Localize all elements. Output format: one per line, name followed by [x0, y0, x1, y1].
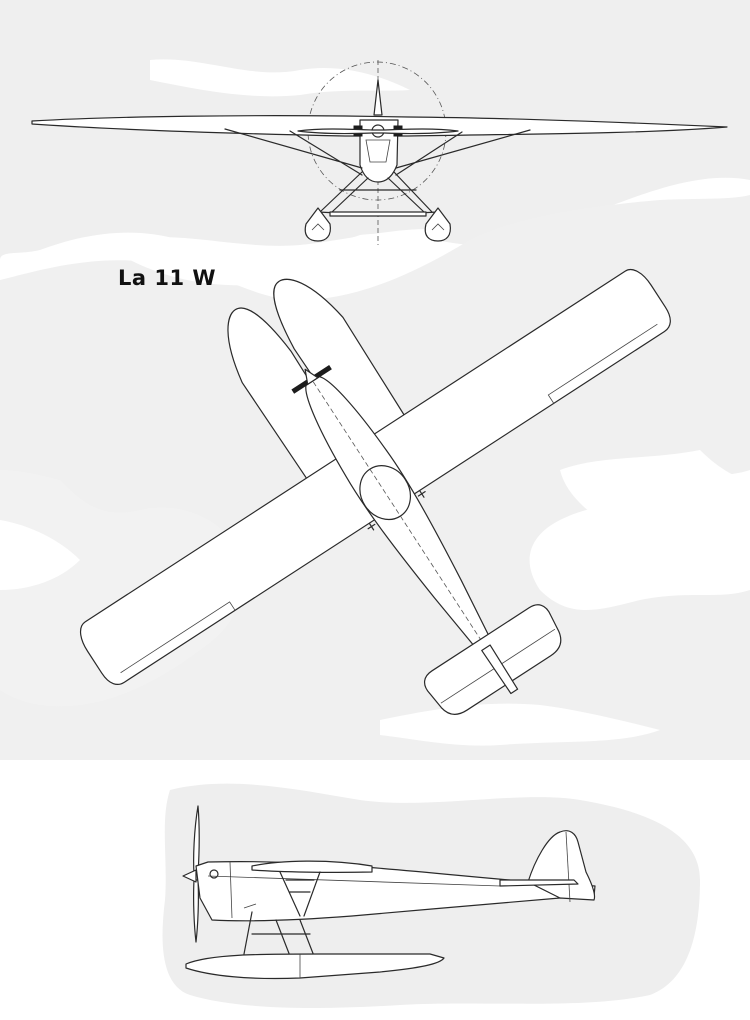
front-float-struts [317, 171, 439, 216]
side-float [185, 953, 445, 980]
front-wing-struts-left [224, 128, 363, 176]
front-cowling-detail [365, 139, 391, 163]
side-wing-struts [279, 871, 321, 917]
side-spinner [182, 869, 197, 883]
side-view [182, 805, 596, 980]
side-cowl-circle [209, 869, 219, 879]
side-wing [251, 860, 373, 873]
plan-aileron-right [120, 601, 236, 674]
plan-float-rudders [367, 488, 426, 531]
side-float-struts [243, 911, 315, 957]
side-reference-mark [243, 903, 257, 909]
front-float-marks [311, 223, 445, 231]
front-tail-fin [373, 79, 383, 116]
front-propeller-blades [297, 128, 459, 135]
side-cowl-lines [207, 861, 501, 919]
front-fuselage [359, 119, 399, 183]
plan-view [79, 268, 671, 715]
side-rudder-line [565, 831, 571, 903]
side-tailplane [499, 879, 579, 887]
plan-centerline [308, 374, 514, 690]
plan-rudder [481, 644, 519, 695]
front-view [31, 60, 728, 245]
front-spreader-bar [329, 211, 427, 217]
plan-spinner [304, 368, 319, 385]
aircraft-designation: La 11 W [118, 266, 217, 290]
front-wing-struts-right [395, 129, 531, 176]
plan-aileron-left [547, 323, 658, 404]
